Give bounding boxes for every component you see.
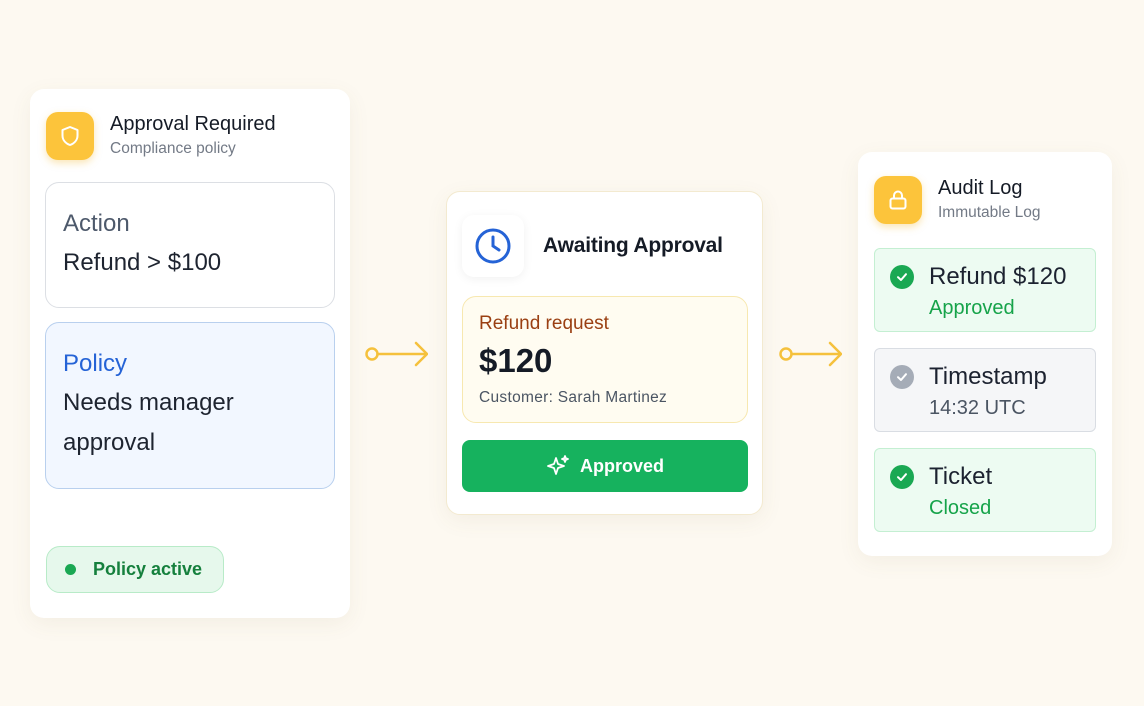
policy-label: Policy: [63, 350, 128, 377]
awaiting-approval-card: Awaiting Approval Refund request $120 Cu…: [446, 191, 763, 515]
refund-customer: Customer: Sarah Martinez: [479, 389, 668, 406]
action-box: Action Refund > $100: [45, 182, 335, 308]
audit-entry-title: Timestamp: [929, 363, 1047, 390]
audit-entry-title: Ticket: [929, 463, 993, 490]
refund-request-label: Refund request: [479, 313, 609, 334]
audit-card-subtitle: Immutable Log: [938, 204, 1041, 221]
approval-required-card: Approval Required Compliance policy Acti…: [30, 89, 350, 618]
sparkle-icon: [547, 455, 569, 475]
refund-amount: $120: [479, 342, 553, 379]
action-value: Refund > $100: [63, 249, 222, 276]
check-circle-icon: [890, 265, 914, 289]
flow-arrow-icon: [365, 341, 428, 367]
approval-card-title: Approval Required: [110, 113, 276, 135]
action-label: Action: [63, 210, 130, 237]
flow-arrow-icon: [779, 341, 842, 367]
policy-box: Policy Needs manager approval: [45, 322, 335, 489]
policy-active-label: Policy active: [93, 559, 203, 579]
audit-entry-refund: Refund $120 Approved: [874, 248, 1096, 332]
audit-entry-title: Refund $120: [929, 263, 1067, 290]
approved-button[interactable]: Approved: [462, 440, 748, 492]
approved-button-label: Approved: [579, 455, 664, 476]
audit-entry-ticket: Ticket Closed: [874, 448, 1096, 532]
shield-icon: [46, 112, 94, 160]
awaiting-card-title: Awaiting Approval: [543, 234, 723, 257]
check-circle-icon: [890, 365, 914, 389]
audit-card-header: Audit Log Immutable Log: [874, 176, 1041, 224]
check-circle-icon: [890, 465, 914, 489]
clock-icon: [462, 215, 524, 277]
status-dot-icon: [65, 564, 76, 575]
audit-entry-detail: 14:32 UTC: [929, 397, 1026, 419]
lock-icon: [874, 176, 922, 224]
audit-entry-detail: Approved: [929, 297, 1015, 319]
policy-active-badge: Policy active: [46, 546, 224, 593]
policy-value: Needs manager approval: [63, 389, 234, 456]
approval-card-subtitle: Compliance policy: [110, 140, 236, 157]
audit-card-title: Audit Log: [938, 177, 1023, 199]
audit-log-card: Audit Log Immutable Log Refund $120 Appr…: [858, 152, 1112, 556]
approval-card-header: Approval Required Compliance policy: [46, 112, 276, 160]
refund-request-box: Refund request $120 Customer: Sarah Mart…: [462, 296, 748, 423]
awaiting-card-header: Awaiting Approval: [462, 215, 723, 277]
audit-entry-timestamp: Timestamp 14:32 UTC: [874, 348, 1096, 432]
audit-entry-detail: Closed: [929, 497, 992, 519]
